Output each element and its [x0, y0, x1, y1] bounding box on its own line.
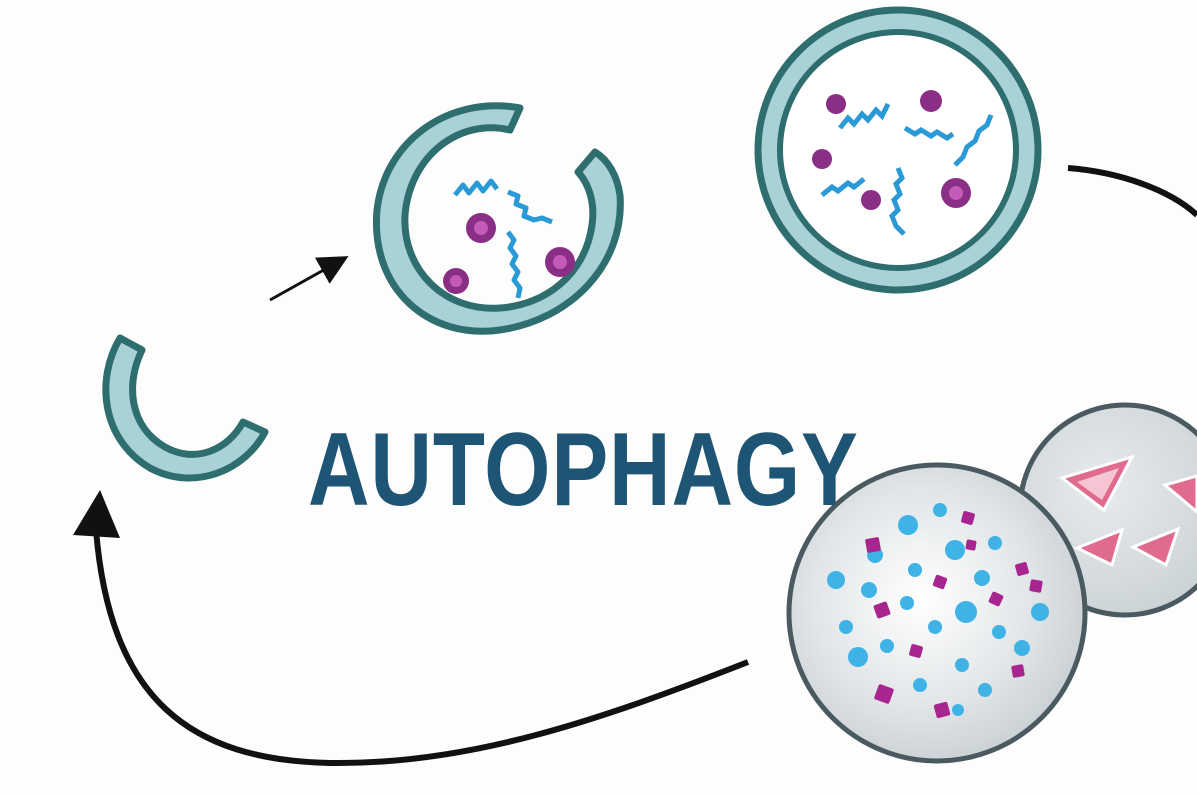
arrow-to-engulfing — [269, 256, 349, 302]
digested-dot — [913, 678, 927, 692]
autolysosome — [786, 462, 1088, 764]
arrowhead-return — [73, 490, 120, 538]
cargo-particle-core — [450, 275, 462, 287]
digested-square — [965, 539, 977, 551]
digested-square — [933, 701, 951, 719]
autophagosome — [754, 6, 1042, 294]
digested-dot — [952, 704, 964, 716]
digested-square — [873, 601, 891, 619]
cargo-particle-core — [474, 221, 488, 235]
digested-dot — [861, 582, 877, 598]
autophagosome-inner-membrane — [777, 29, 1019, 271]
digested-dot — [827, 571, 845, 589]
cargo-particle-core — [553, 255, 567, 269]
lysosome-enzyme-icon — [1161, 474, 1197, 514]
cargo-protein-icon — [506, 230, 523, 299]
lysosome-enzyme-icon — [1129, 526, 1181, 568]
digested-dot — [880, 639, 894, 653]
cargo-particle-icon — [826, 94, 846, 114]
cargo-protein-icon — [820, 177, 866, 197]
cargo-protein-icon — [507, 189, 553, 225]
cargo-protein-icon — [838, 102, 891, 130]
cargo-protein-icon — [953, 114, 994, 167]
digested-dot — [1014, 640, 1030, 656]
digested-dot — [848, 647, 868, 667]
cargo-protein-icon — [453, 178, 499, 197]
autophagosome-cargo — [812, 90, 994, 236]
engulfed-cargo — [443, 178, 575, 299]
cargo-particle-core — [949, 186, 963, 200]
engulfing-membrane — [372, 102, 624, 335]
digested-dot — [945, 540, 965, 560]
digested-dot — [955, 658, 969, 672]
digested-square — [961, 511, 975, 525]
digested-dot — [978, 683, 992, 697]
digested-square — [874, 684, 894, 704]
lysosome-enzyme-icon — [1073, 527, 1125, 568]
autolysosome-icon — [786, 462, 1088, 764]
cargo-particle-icon — [861, 190, 881, 210]
digested-square — [865, 537, 881, 553]
digested-dot — [1031, 603, 1049, 621]
digested-dot — [992, 625, 1006, 639]
digested-square — [1029, 579, 1043, 593]
digested-square — [909, 644, 923, 658]
arrow-to-lysosome — [1067, 165, 1197, 218]
digested-dot — [908, 563, 922, 577]
digested-dot — [933, 503, 947, 517]
digested-square — [988, 591, 1004, 607]
digested-dot — [988, 536, 1002, 550]
digested-dot — [839, 620, 853, 634]
engulfing-membrane-icon — [372, 102, 624, 335]
digested-square — [932, 574, 948, 590]
cargo-protein-icon — [889, 167, 906, 236]
digested-dot — [928, 620, 942, 634]
digested-square — [1015, 562, 1029, 576]
digested-dot — [974, 570, 990, 586]
cargo-particle-icon — [812, 149, 832, 169]
phagophore — [102, 334, 269, 482]
digested-square — [1011, 664, 1025, 678]
cargo-protein-icon — [903, 125, 955, 141]
diagram-title: AUTOPHAGY — [308, 412, 859, 528]
digested-contents — [827, 503, 1049, 719]
digested-dot — [898, 515, 918, 535]
lysosome-enzyme-highlight — [1077, 468, 1119, 500]
cup-shaped-membrane-icon — [102, 334, 269, 482]
digested-dot — [955, 601, 977, 623]
digested-dot — [900, 596, 914, 610]
cargo-particle-icon — [920, 90, 942, 112]
arrow-return-to-phagophore — [93, 529, 750, 767]
